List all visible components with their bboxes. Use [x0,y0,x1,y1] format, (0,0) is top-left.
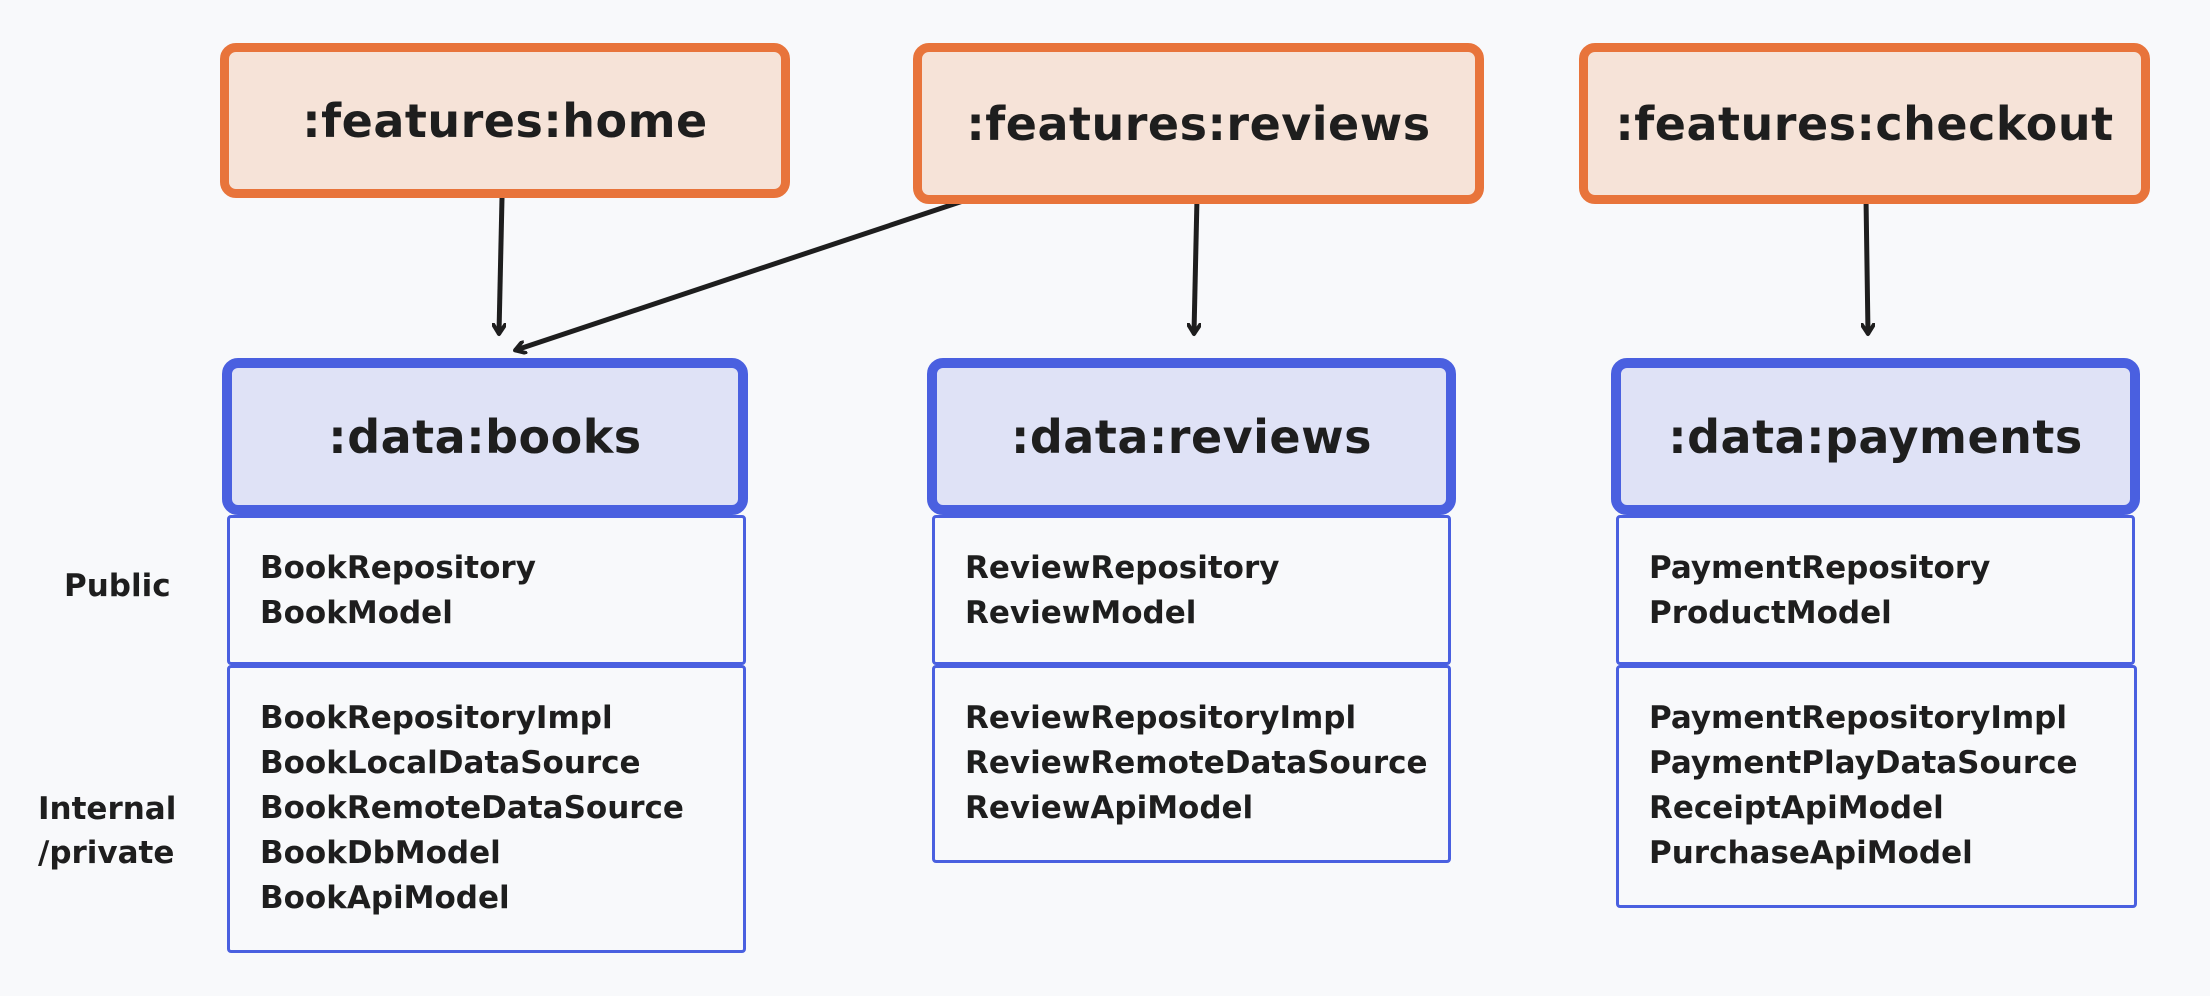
internal-private-label: Internal /private [38,791,177,871]
arrow-reviews-to-books [516,195,975,350]
list-item: BookModel [260,595,453,631]
arrow-home-to-books [499,195,502,333]
list-item: ReviewApiModel [965,790,1254,826]
list-item: PaymentRepository [1649,550,1991,586]
public-label: Public [64,568,171,604]
data-reviews-internal-list: ReviewRepositoryImpl ReviewRemoteDataSou… [932,665,1451,863]
data-payments-box: :data:payments [1611,358,2140,515]
data-reviews-box: :data:reviews [927,358,1456,515]
list-item: ProductModel [1649,595,1892,631]
data-payments-title: :data:payments [1668,409,2083,464]
feature-home-box: :features:home [220,43,790,198]
list-item: ReviewModel [965,595,1197,631]
data-payments-internal-list: PaymentRepositoryImpl PaymentPlayDataSou… [1616,665,2137,908]
data-books-public-list: BookRepository BookModel [227,515,746,665]
data-books-box: :data:books [222,358,748,515]
feature-reviews-box: :features:reviews [913,43,1484,204]
list-item: BookRemoteDataSource [260,790,684,826]
arrow-reviews-to-data-reviews [1194,195,1197,333]
list-item: BookDbModel [260,835,501,871]
feature-reviews-title: :features:reviews [966,96,1431,151]
feature-checkout-title: :features:checkout [1615,96,2114,151]
data-reviews-title: :data:reviews [1010,409,1372,464]
list-item: PurchaseApiModel [1649,835,1973,871]
list-item: ReceiptApiModel [1649,790,1944,826]
list-item: ReviewRemoteDataSource [965,745,1428,781]
list-item: BookLocalDataSource [260,745,641,781]
data-payments-public-list: PaymentRepository ProductModel [1616,515,2135,665]
list-item: ReviewRepository [965,550,1280,586]
data-books-internal-list: BookRepositoryImpl BookLocalDataSource B… [227,665,746,953]
feature-checkout-box: :features:checkout [1579,43,2150,204]
data-books-title: :data:books [328,409,642,464]
feature-home-title: :features:home [302,93,708,148]
data-reviews-public-list: ReviewRepository ReviewModel [932,515,1451,665]
list-item: PaymentRepositoryImpl [1649,700,2068,736]
list-item: PaymentPlayDataSource [1649,745,2078,781]
list-item: BookRepository [260,550,536,586]
list-item: BookApiModel [260,880,510,916]
arrow-checkout-to-payments [1866,195,1868,333]
list-item: BookRepositoryImpl [260,700,613,736]
list-item: ReviewRepositoryImpl [965,700,1357,736]
